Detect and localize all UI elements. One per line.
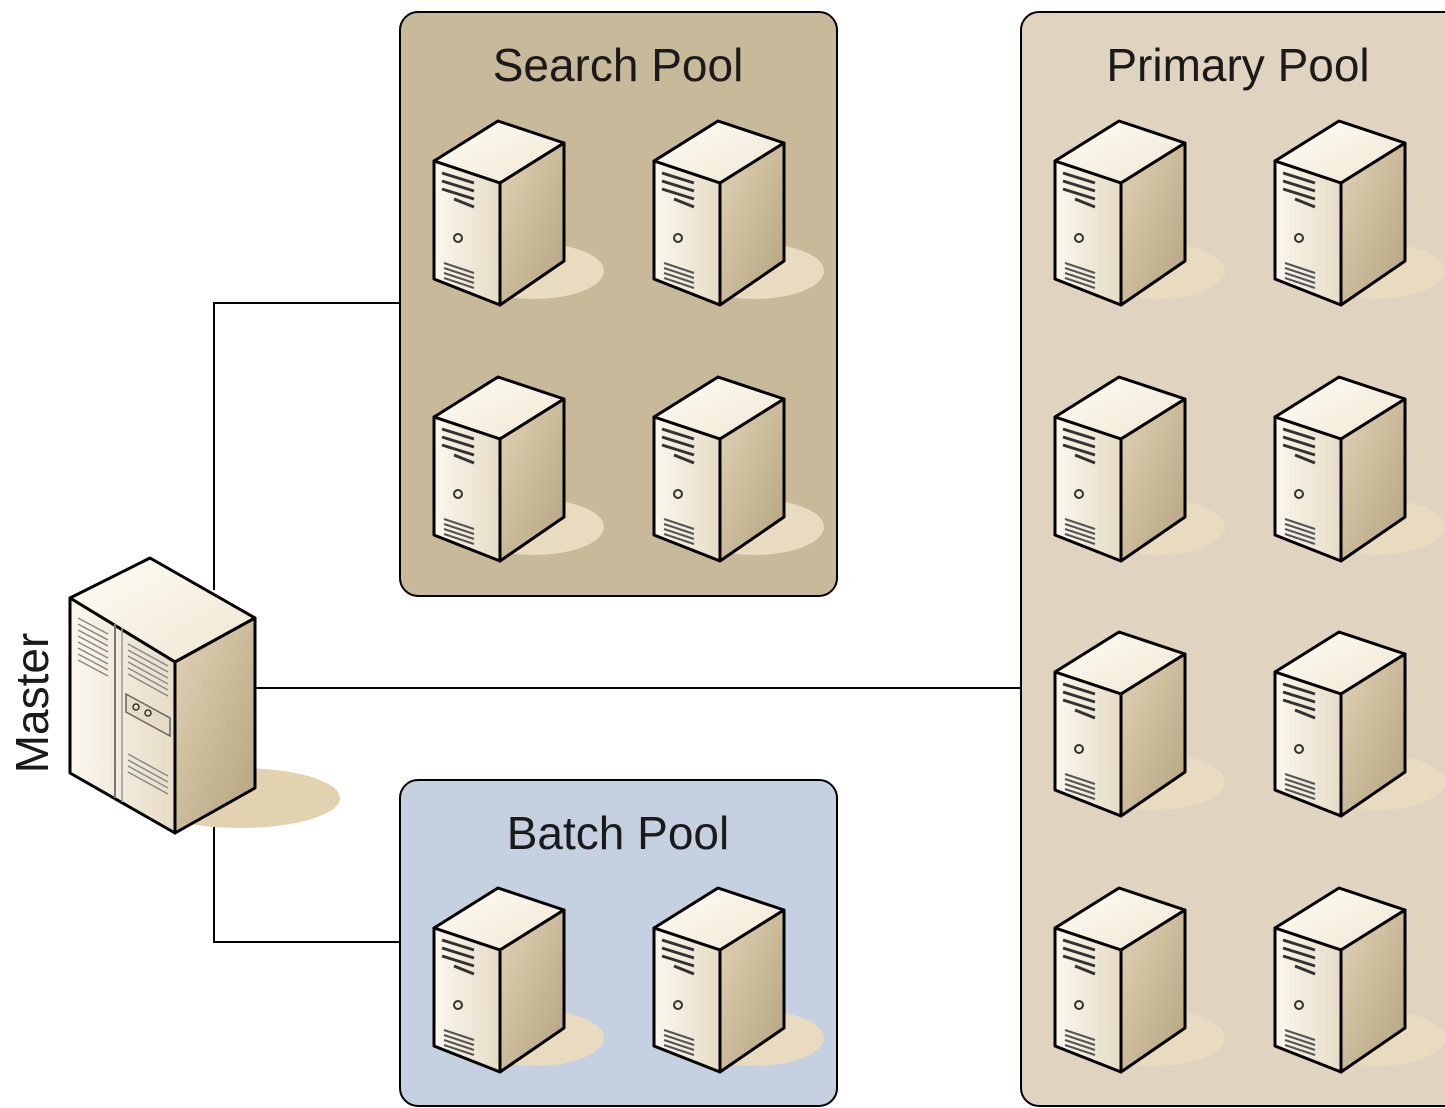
- connectors: [213, 302, 1022, 943]
- primary-pool-title: Primary Pool: [1106, 39, 1369, 91]
- master-node: Master: [6, 556, 342, 835]
- primary-pool: Primary Pool: [1020, 11, 1445, 1107]
- search-pool-title: Search Pool: [493, 39, 744, 91]
- batch-pool-title: Batch Pool: [507, 807, 729, 859]
- master-server-icon: [68, 556, 342, 835]
- search-pool: Search Pool: [399, 11, 838, 597]
- master-to-batch-pool-connector: [213, 820, 400, 943]
- master-to-search-pool-connector: [213, 302, 400, 590]
- batch-pool: Batch Pool: [399, 779, 838, 1107]
- master-label: Master: [6, 633, 58, 774]
